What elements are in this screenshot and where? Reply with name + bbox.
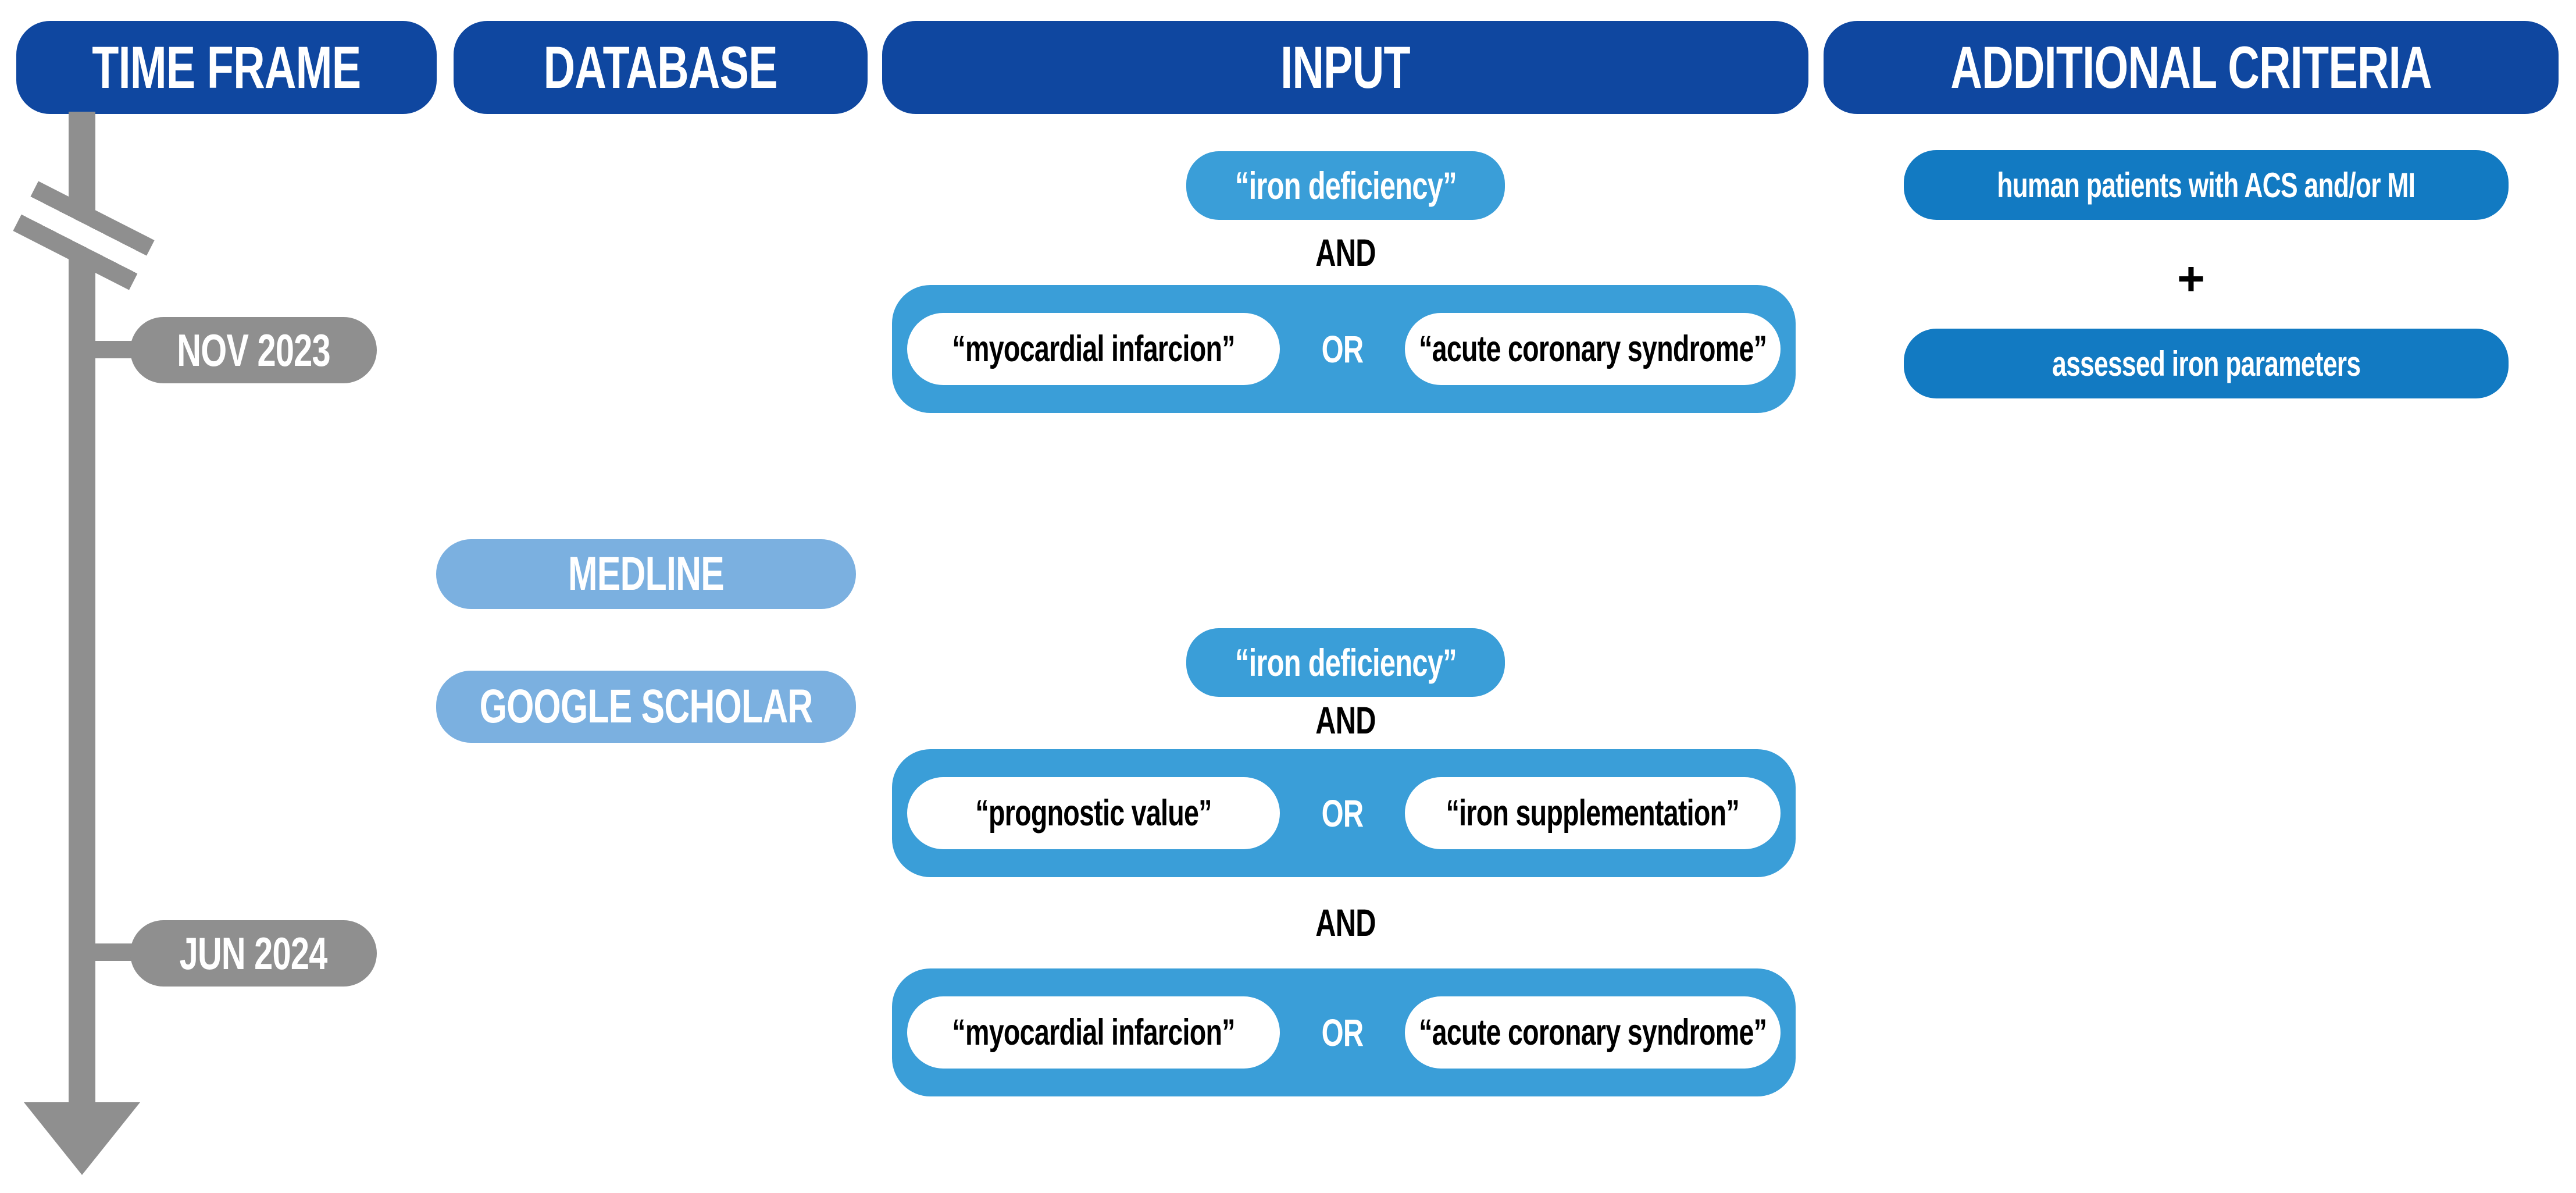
timeline-marker-jun-2024-label: JUN 2024	[179, 927, 328, 979]
criterion-human-patients-label: human patients with ACS and/or MI	[1997, 165, 2416, 205]
search2-and-operator-1-label: AND	[1315, 699, 1376, 742]
search1-term-iron-deficiency: “iron deficiency”	[1186, 151, 1505, 220]
timeline-tick-nov-2023	[87, 341, 136, 358]
search2-and-operator-2: AND	[882, 901, 1808, 944]
search1-and-operator: AND	[882, 231, 1808, 274]
search2-and-operator-2-label: AND	[1315, 901, 1376, 944]
criterion-human-patients: human patients with ACS and/or MI	[1904, 150, 2509, 220]
search2-term-iron-deficiency: “iron deficiency”	[1186, 628, 1505, 697]
search1-and-operator-label: AND	[1315, 231, 1376, 274]
header-time-frame-label: TIME FRAME	[92, 34, 361, 101]
database-medline: MEDLINE	[436, 539, 856, 609]
criterion-assessed-iron-parameters-label: assessed iron parameters	[2051, 344, 2361, 383]
timeline-marker-nov-2023-label: NOV 2023	[177, 324, 330, 376]
search1-term-myocardial-infarcion-label: “myocardial infarcion”	[952, 329, 1235, 369]
criteria-plus-operator-label: +	[2177, 252, 2205, 305]
search2-and-operator-1: AND	[882, 699, 1808, 742]
search2-term-myocardial-infarcion: “myocardial infarcion”	[907, 996, 1280, 1069]
search2-term-iron-deficiency-label: “iron deficiency”	[1235, 641, 1457, 684]
search1-term-acute-coronary-syndrome-label: “acute coronary syndrome”	[1418, 329, 1767, 369]
header-input-label: INPUT	[1280, 34, 1410, 101]
header-additional-criteria: ADDITIONAL CRITERIA	[1824, 21, 2559, 114]
search2-term-acute-coronary-syndrome: “acute coronary syndrome”	[1405, 996, 1781, 1069]
header-input: INPUT	[882, 21, 1808, 114]
search2-or-operator-2: OR	[1314, 1010, 1371, 1055]
header-time-frame: TIME FRAME	[16, 21, 437, 114]
search1-or-operator: OR	[1314, 327, 1371, 371]
search1-term-iron-deficiency-label: “iron deficiency”	[1235, 164, 1457, 207]
search1-or-operator-label: OR	[1321, 327, 1364, 371]
database-google-scholar: GOOGLE SCHOLAR	[436, 671, 856, 743]
search1-or-group: “myocardial infarcion” OR “acute coronar…	[892, 285, 1796, 413]
search2-or-operator-2-label: OR	[1321, 1011, 1364, 1054]
search2-term-iron-supplementation-label: “iron supplementation”	[1446, 793, 1740, 834]
database-medline-label: MEDLINE	[568, 547, 725, 600]
timeline-arrow-icon	[24, 1102, 140, 1175]
header-database-label: DATABASE	[543, 34, 778, 101]
header-database: DATABASE	[454, 21, 868, 114]
criteria-plus-operator: +	[1824, 252, 2559, 305]
search2-or-group-2: “myocardial infarcion” OR “acute coronar…	[892, 968, 1796, 1096]
timeline-marker-jun-2024: JUN 2024	[130, 920, 377, 987]
search2-term-iron-supplementation: “iron supplementation”	[1405, 777, 1781, 849]
search2-or-group-1: “prognostic value” OR “iron supplementat…	[892, 749, 1796, 877]
search2-term-prognostic-value: “prognostic value”	[907, 777, 1280, 849]
timeline-marker-nov-2023: NOV 2023	[130, 317, 377, 383]
timeline-tick-jun-2024	[87, 943, 136, 961]
search1-term-acute-coronary-syndrome: “acute coronary syndrome”	[1405, 313, 1781, 385]
criterion-assessed-iron-parameters: assessed iron parameters	[1904, 329, 2509, 398]
header-additional-criteria-label: ADDITIONAL CRITERIA	[1950, 34, 2432, 101]
database-google-scholar-label: GOOGLE SCHOLAR	[479, 680, 814, 733]
search2-or-operator-1: OR	[1314, 791, 1371, 835]
search2-term-acute-coronary-syndrome-label: “acute coronary syndrome”	[1418, 1012, 1767, 1053]
search1-term-myocardial-infarcion: “myocardial infarcion”	[907, 313, 1280, 385]
search2-term-myocardial-infarcion-label: “myocardial infarcion”	[952, 1012, 1235, 1053]
search2-term-prognostic-value-label: “prognostic value”	[975, 793, 1212, 834]
search2-or-operator-1-label: OR	[1321, 792, 1364, 835]
